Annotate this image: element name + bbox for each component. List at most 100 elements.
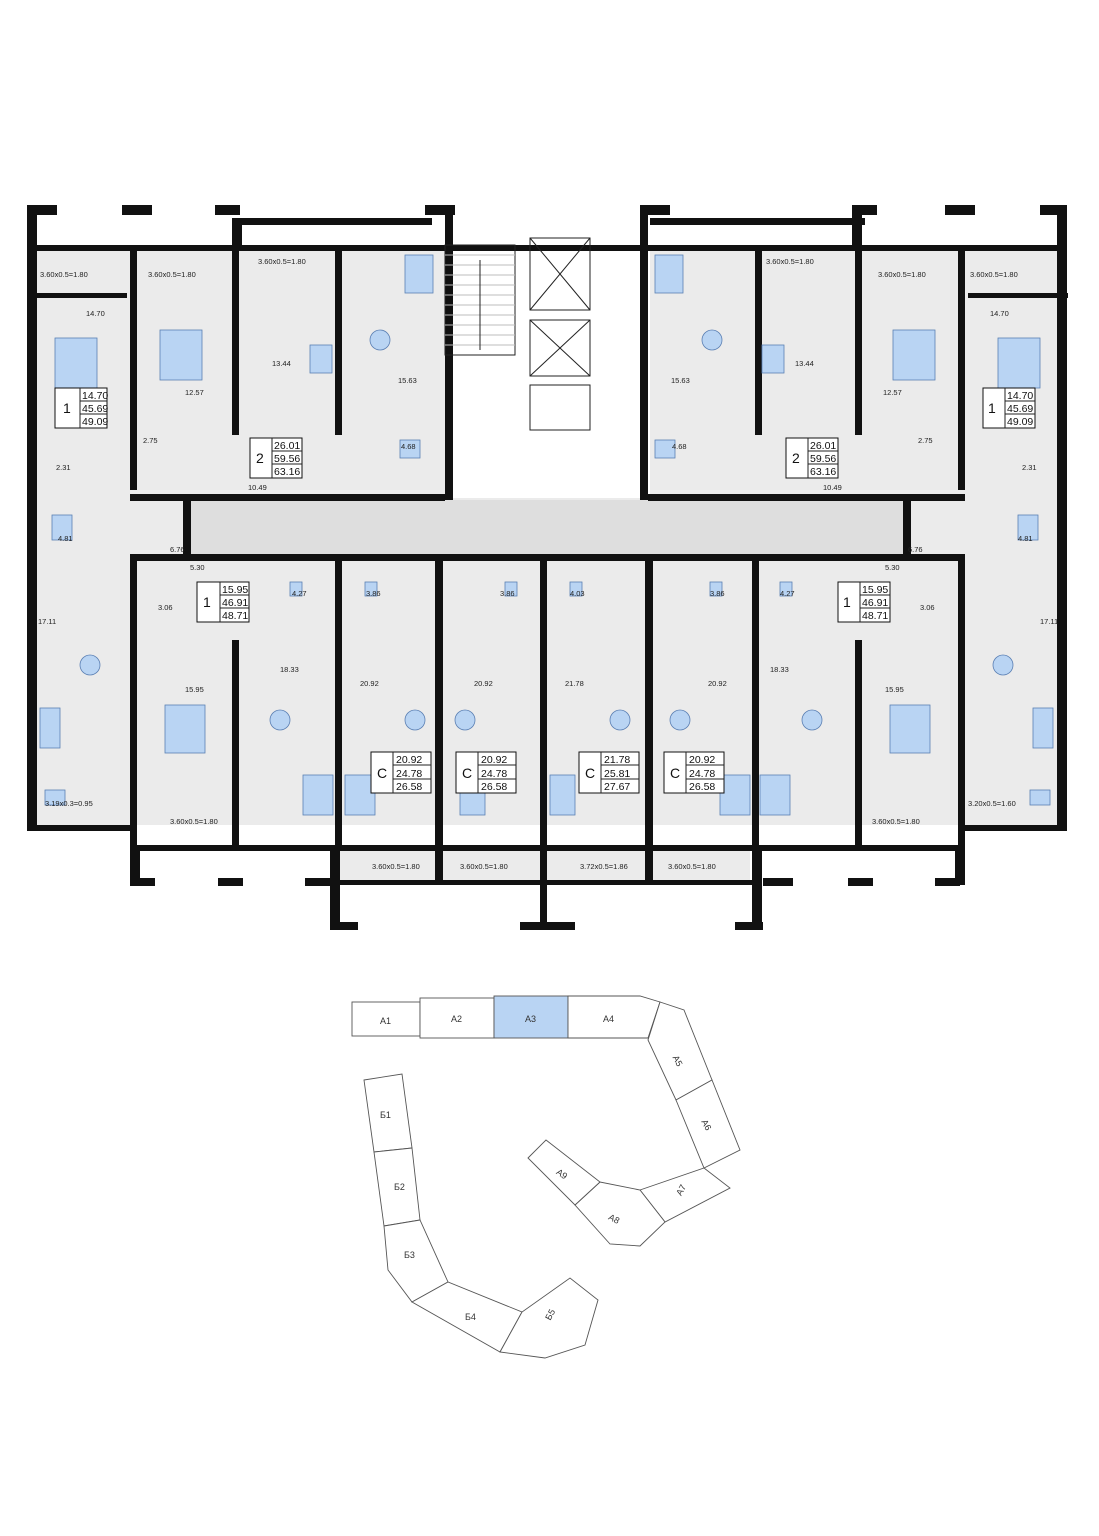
svg-text:17.11: 17.11 xyxy=(1040,617,1058,626)
balcony-label: 3.60x0.5=1.80 xyxy=(766,257,814,266)
svg-text:14.70: 14.70 xyxy=(1007,390,1033,402)
svg-text:4.27: 4.27 xyxy=(780,589,795,598)
apartment-type: 2 xyxy=(256,450,264,466)
section-label: Б4 xyxy=(465,1312,476,1322)
svg-text:3.06: 3.06 xyxy=(920,603,935,612)
svg-text:4.68: 4.68 xyxy=(401,442,416,451)
svg-text:26.58: 26.58 xyxy=(481,781,507,793)
svg-text:2.75: 2.75 xyxy=(918,436,933,445)
balcony-label: 3.60x0.5=1.80 xyxy=(148,270,196,279)
svg-text:20.92: 20.92 xyxy=(474,679,493,688)
apartment-box-bottom-left-1room: 1 15.95 46.91 48.71 xyxy=(196,581,250,623)
stair-lift-core xyxy=(445,218,650,498)
apartment-type: 1 xyxy=(63,400,71,416)
section-label: А4 xyxy=(603,1014,614,1024)
balcony-labels-bottom: 3.60x0.5=1.80 3.60x0.5=1.80 3.60x0.5=1.8… xyxy=(170,817,920,871)
svg-text:20.92: 20.92 xyxy=(689,754,715,766)
apartment-type: С xyxy=(377,765,387,781)
svg-text:14.70: 14.70 xyxy=(82,390,108,402)
svg-text:2.75: 2.75 xyxy=(143,436,158,445)
svg-text:3.86: 3.86 xyxy=(710,589,725,598)
section-label: А8 xyxy=(607,1212,621,1226)
svg-text:45.69: 45.69 xyxy=(1007,403,1033,415)
apartment-box-studio-2: С 20.92 24.78 26.58 xyxy=(455,751,517,794)
svg-text:3.06: 3.06 xyxy=(158,603,173,612)
svg-text:13.44: 13.44 xyxy=(272,359,291,368)
svg-text:17.11: 17.11 xyxy=(38,617,56,626)
svg-text:2.31: 2.31 xyxy=(56,463,71,472)
svg-text:15.95: 15.95 xyxy=(885,685,904,694)
apartment-box-studio-4: С 20.92 24.78 26.58 xyxy=(663,751,725,794)
section-a6 xyxy=(675,1079,741,1169)
section-b5 xyxy=(499,1277,599,1359)
svg-text:2.31: 2.31 xyxy=(1022,463,1037,472)
section-label: Б5 xyxy=(543,1307,557,1321)
section-label: Б3 xyxy=(404,1250,415,1260)
balcony-label: 3.72x0.5=1.86 xyxy=(580,862,628,871)
svg-text:15.95: 15.95 xyxy=(862,584,888,596)
apartment-type: С xyxy=(670,765,680,781)
svg-text:49.09: 49.09 xyxy=(82,416,108,428)
building-floor-plan: 3.60x0.5=1.80 3.60x0.5=1.80 3.60x0.5=1.8… xyxy=(27,205,1068,930)
section-label: Б2 xyxy=(394,1182,405,1192)
site-key-map: А1 А2 А3 А4 А5 А6 А7 А8 А9 Б1 Б2 Б3 Б4 Б… xyxy=(351,995,741,1359)
svg-text:45.69: 45.69 xyxy=(82,403,108,415)
section-label: А5 xyxy=(671,1054,685,1068)
svg-text:12.57: 12.57 xyxy=(185,388,204,397)
balcony-label: 3.20x0.5=1.60 xyxy=(968,799,1016,808)
balcony-labels-top: 3.60x0.5=1.80 3.60x0.5=1.80 3.60x0.5=1.8… xyxy=(40,257,1018,279)
svg-text:26.58: 26.58 xyxy=(396,781,422,793)
svg-text:21.78: 21.78 xyxy=(604,754,630,766)
balcony-label: 3.60x0.5=1.80 xyxy=(40,270,88,279)
svg-text:18.33: 18.33 xyxy=(280,665,299,674)
svg-text:15.95: 15.95 xyxy=(222,584,248,596)
furniture-top-left xyxy=(39,254,631,816)
furniture-top-right xyxy=(654,254,1054,816)
apartment-type: 1 xyxy=(843,594,851,610)
section-a9 xyxy=(527,1139,601,1206)
svg-text:20.92: 20.92 xyxy=(360,679,379,688)
balcony-label: 3.60x0.5=1.80 xyxy=(258,257,306,266)
svg-text:46.91: 46.91 xyxy=(222,597,248,609)
svg-text:4.68: 4.68 xyxy=(672,442,687,451)
svg-text:5.30: 5.30 xyxy=(190,563,205,572)
exterior-walls xyxy=(27,205,1068,930)
svg-text:3.86: 3.86 xyxy=(366,589,381,598)
svg-text:48.71: 48.71 xyxy=(222,610,248,622)
svg-text:21.78: 21.78 xyxy=(565,679,584,688)
balcony-label: 3.60x0.5=1.80 xyxy=(878,270,926,279)
room-area-labels: 14.70 12.57 13.44 15.63 4.68 2.75 2.31 1… xyxy=(38,309,1058,694)
apartment-box-studio-3: С 21.78 25.81 27.67 xyxy=(578,751,640,794)
svg-text:24.78: 24.78 xyxy=(396,768,422,780)
svg-text:4.27: 4.27 xyxy=(292,589,307,598)
elevator-shafts xyxy=(529,237,591,431)
balcony-label: 3.60x0.5=1.80 xyxy=(460,862,508,871)
svg-text:63.16: 63.16 xyxy=(274,466,300,478)
section-label: А6 xyxy=(699,1118,713,1132)
svg-text:4.03: 4.03 xyxy=(570,589,585,598)
apartment-box-top-right-2room: 2 26.01 59.56 63.16 xyxy=(785,437,839,479)
apartment-type: С xyxy=(585,765,595,781)
section-label: А3 xyxy=(525,1014,536,1024)
svg-text:10.49: 10.49 xyxy=(248,483,267,492)
svg-text:18.33: 18.33 xyxy=(770,665,789,674)
balcony-label: 3.19x0.3=0.95 xyxy=(45,799,93,808)
apartment-type: С xyxy=(462,765,472,781)
svg-text:59.56: 59.56 xyxy=(810,453,836,465)
svg-text:15.63: 15.63 xyxy=(398,376,417,385)
apartment-box-studio-1: С 20.92 24.78 26.58 xyxy=(370,751,432,794)
svg-text:14.70: 14.70 xyxy=(86,309,105,318)
svg-text:26.01: 26.01 xyxy=(810,440,836,452)
balcony-labels-side: 3.19x0.3=0.95 3.20x0.5=1.60 xyxy=(45,799,1016,808)
svg-text:48.71: 48.71 xyxy=(862,610,888,622)
svg-text:25.81: 25.81 xyxy=(604,768,630,780)
svg-text:20.92: 20.92 xyxy=(708,679,727,688)
svg-text:12.57: 12.57 xyxy=(883,388,902,397)
svg-text:63.16: 63.16 xyxy=(810,466,836,478)
section-a1 xyxy=(351,1001,421,1037)
svg-text:10.49: 10.49 xyxy=(823,483,842,492)
svg-text:26.01: 26.01 xyxy=(274,440,300,452)
svg-text:3.86: 3.86 xyxy=(500,589,515,598)
balcony-label: 3.60x0.5=1.80 xyxy=(970,270,1018,279)
